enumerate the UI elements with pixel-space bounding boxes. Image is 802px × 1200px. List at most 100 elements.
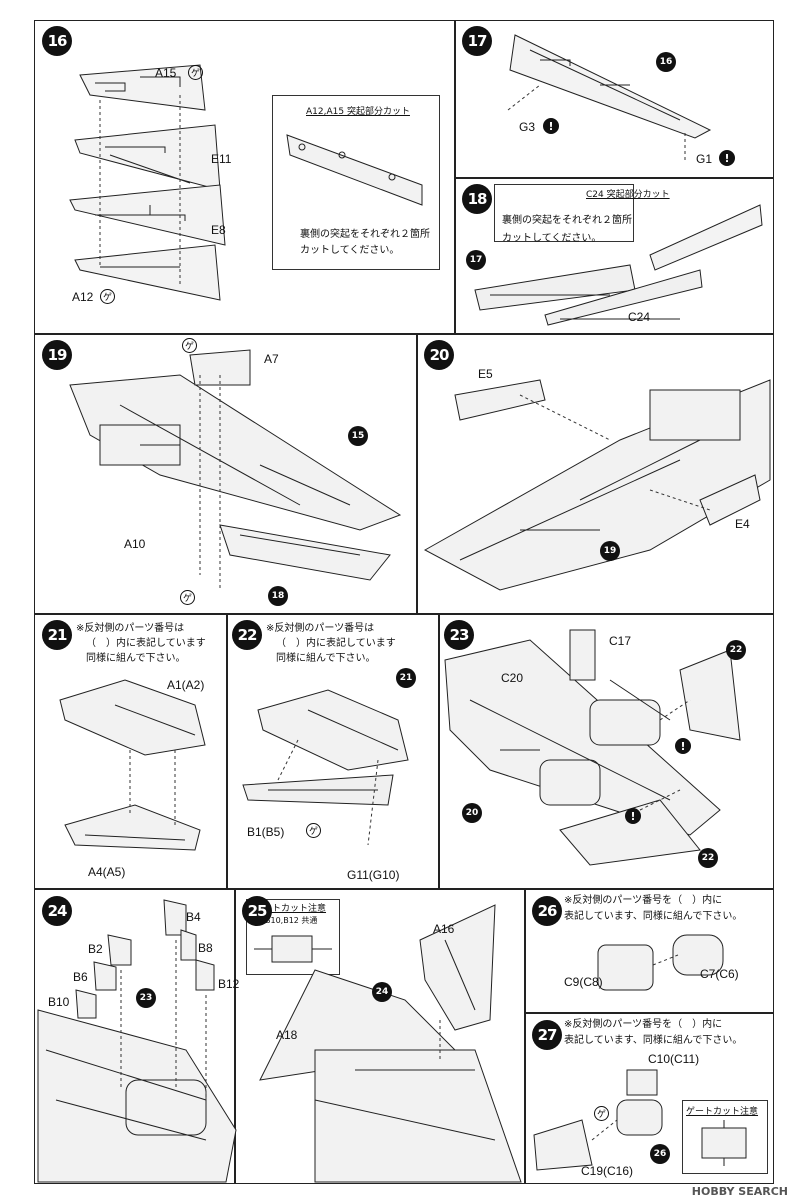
part-label-g1: G1 (696, 152, 713, 166)
part-label-a1: A1(A2) (167, 678, 205, 692)
part-label-a4: A4(A5) (88, 865, 126, 879)
warning-icon: ! (543, 118, 559, 134)
part-label-g11: G11(G10) (347, 868, 400, 882)
step-number-17: 17 (462, 26, 492, 56)
step21-parts-illustration (59, 679, 206, 851)
mirror-part-note: 同様に組んで下さい。 (86, 653, 186, 664)
step27-parts-illustration (533, 1069, 663, 1171)
mirror-part-note: （ ）内に表記しています (276, 638, 396, 649)
mirror-part-note: ※反対側のパーツ番号は (266, 623, 375, 634)
step-number-22: 22 (232, 620, 262, 650)
part-label-c19: C19(C16) (581, 1164, 634, 1178)
divider (234, 888, 236, 1184)
part-label-e8: E8 (211, 223, 226, 237)
ref-step-15: 15 (348, 426, 368, 446)
divider (226, 613, 228, 888)
gate-mark-icon: ゲ (182, 338, 197, 353)
divider (34, 613, 774, 615)
ref-step-19: 19 (600, 541, 620, 561)
step-number-16: 16 (42, 26, 72, 56)
part-label-b10: B10 (48, 995, 70, 1009)
step-number-27: 27 (532, 1020, 562, 1050)
gate-mark-icon: ゲ (188, 65, 203, 80)
gate-mark-icon: ゲ (306, 823, 321, 838)
mirror-part-note: 表記しています、同様に組んで下さい。 (564, 1035, 743, 1046)
warning-icon: ! (719, 150, 735, 166)
part-label-e5: E5 (478, 367, 493, 381)
callout-subtitle: B10,B12 共通 (265, 916, 318, 925)
divider (524, 1012, 774, 1014)
step-number-21: 21 (42, 620, 72, 650)
ref-step-22: 22 (726, 640, 746, 660)
step-number-25: 25 (242, 896, 272, 926)
part-label-a18: A18 (276, 1028, 298, 1042)
ref-step-22: 22 (698, 848, 718, 868)
part-label-b1: B1(B5) (247, 825, 285, 839)
divider (524, 888, 526, 1184)
gate-drawing (254, 935, 332, 963)
part-label-c9: C9(C8) (564, 975, 603, 989)
step20-ship-illustration (423, 379, 771, 591)
callout-text: カットしてください。 (502, 233, 602, 244)
callout-text: 裏側の突起をそれぞれ２箇所 (502, 215, 632, 226)
divider (416, 333, 418, 613)
part-label-b2: B2 (88, 942, 103, 956)
ref-step-21: 21 (396, 668, 416, 688)
part-label-c20: C20 (501, 671, 524, 685)
part-label-b6: B6 (73, 970, 88, 984)
divider (454, 177, 774, 179)
divider (34, 888, 774, 890)
callout-title: C24 突起部分カット (586, 190, 670, 200)
step18-parts-illustration (474, 204, 763, 326)
step17-parts-illustration (507, 34, 712, 160)
divider (438, 613, 440, 888)
gate-cut-callout (682, 1100, 768, 1174)
step-number-20: 20 (424, 340, 454, 370)
cut-instruction-callout (494, 184, 634, 242)
part-label-c17: C17 (609, 634, 632, 648)
part-label-c10: C10(C11) (648, 1052, 700, 1066)
warning-icon: ! (675, 738, 691, 754)
mirror-part-note: ※反対側のパーツ番号は (76, 623, 185, 634)
step-number-24: 24 (42, 896, 72, 926)
part-label-e4: E4 (735, 517, 750, 531)
callout-title: A12,A15 突起部分カット (306, 107, 410, 117)
step22-parts-illustration (242, 689, 409, 846)
callout-part-drawing (286, 134, 423, 206)
gate-mark-icon: ゲ (594, 1106, 609, 1121)
step-number-26: 26 (532, 896, 562, 926)
mirror-part-note: 同様に組んで下さい。 (276, 653, 376, 664)
gate-mark-icon: ゲ (100, 289, 115, 304)
part-label-a10: A10 (124, 537, 146, 551)
warning-icon: ! (625, 808, 641, 824)
callout-title: ゲートカット注意 (254, 904, 327, 914)
page-frame (34, 20, 774, 1184)
mirror-part-note: ※反対側のパーツ番号を（ ）内に (564, 1019, 723, 1030)
part-label-a16: A16 (433, 922, 455, 936)
watermark: HOBBY SEARCH (691, 1185, 788, 1198)
mirror-part-note: （ ）内に表記しています (86, 638, 206, 649)
divider (34, 333, 774, 335)
part-label-b4: B4 (186, 910, 201, 924)
callout-title: ゲートカット注意 (686, 1107, 759, 1117)
part-label-a12: A12 (72, 290, 94, 304)
ref-step-26: 26 (650, 1144, 670, 1164)
step16-parts-illustration (69, 64, 226, 301)
part-label-c24: C24 (628, 310, 651, 324)
step-number-19: 19 (42, 340, 72, 370)
step24-ship-illustration (37, 899, 237, 1183)
cut-instruction-callout (272, 95, 440, 270)
divider (454, 20, 456, 333)
callout-text: カットしてください。 (300, 245, 400, 256)
step19-ship-illustration (69, 349, 402, 590)
part-label-a15: A15 (155, 66, 177, 80)
ref-step-23: 23 (136, 988, 156, 1008)
ref-step-20: 20 (462, 803, 482, 823)
step23-ship-illustration (444, 629, 741, 866)
gate-drawing (701, 1120, 747, 1166)
part-label-b12: B12 (218, 977, 240, 991)
part-label-e11: E11 (211, 152, 232, 166)
part-label-g3: G3 (519, 120, 536, 134)
ref-step-24: 24 (372, 982, 392, 1002)
